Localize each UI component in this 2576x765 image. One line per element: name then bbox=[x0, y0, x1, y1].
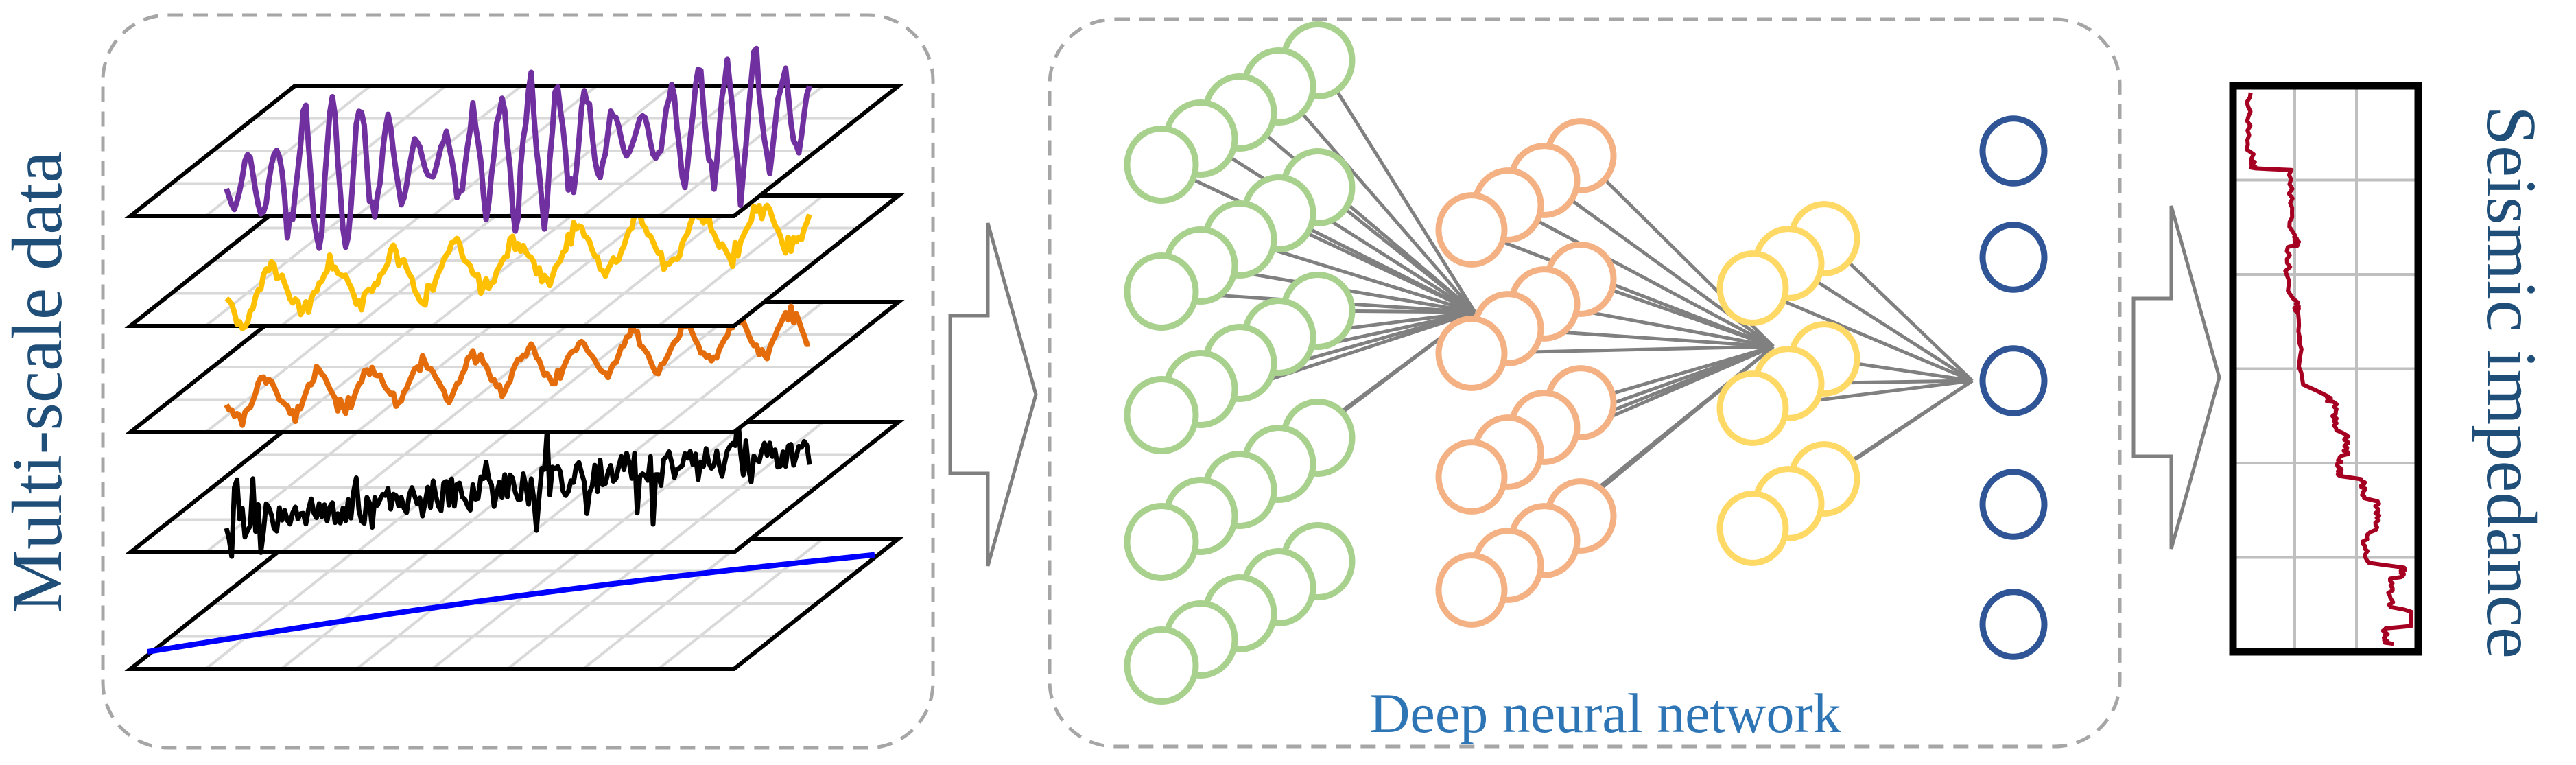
data-plane bbox=[124, 537, 905, 671]
network-label: Deep neural network bbox=[1369, 682, 1841, 744]
arrow-to-output bbox=[2131, 205, 2221, 550]
hidden1-neuron bbox=[1435, 316, 1508, 391]
output-neuron bbox=[1979, 589, 2048, 660]
connection-line bbox=[1160, 163, 1476, 314]
data-plane bbox=[124, 300, 905, 434]
connection-line bbox=[1752, 286, 1973, 383]
plane-border bbox=[124, 193, 905, 328]
input-data-label: Multi-scale data bbox=[0, 151, 77, 613]
output-neuron bbox=[1979, 469, 2048, 540]
connection-line bbox=[1199, 137, 1476, 314]
input-neuron bbox=[1124, 503, 1199, 581]
arrow-to-network bbox=[948, 222, 1038, 567]
plane-signal bbox=[147, 552, 875, 655]
connection-line bbox=[1506, 203, 1775, 349]
plane-signal bbox=[224, 414, 812, 559]
plane-border bbox=[124, 300, 905, 434]
hidden1-neuron bbox=[1435, 439, 1508, 515]
input-neuron bbox=[1124, 626, 1199, 705]
output-neuron bbox=[1979, 115, 2048, 187]
output-neuron bbox=[1979, 222, 2048, 293]
input-group-box bbox=[101, 13, 935, 750]
connection-line bbox=[1277, 85, 1476, 314]
output-neuron bbox=[1979, 345, 2048, 416]
output-label: Seismic impedance bbox=[2472, 106, 2551, 659]
hidden2-neuron bbox=[1716, 370, 1789, 446]
plane-signal bbox=[224, 202, 812, 331]
plane-signal bbox=[224, 45, 812, 251]
input-neuron bbox=[1124, 376, 1199, 454]
impedance-curve bbox=[2245, 92, 2413, 646]
input-neuron bbox=[1124, 252, 1199, 331]
data-plane bbox=[124, 45, 905, 251]
hidden1-neuron bbox=[1435, 552, 1508, 628]
network-group-box bbox=[1048, 17, 2122, 749]
plane-border bbox=[124, 420, 905, 554]
input-neuron bbox=[1124, 126, 1199, 204]
connection-line bbox=[1316, 59, 1477, 314]
hidden1-neuron bbox=[1435, 192, 1508, 268]
plane-border bbox=[124, 537, 905, 671]
plane-border bbox=[124, 84, 905, 218]
data-plane bbox=[124, 414, 905, 559]
hidden2-neuron bbox=[1716, 250, 1789, 326]
plane-signal bbox=[224, 303, 810, 428]
connection-line bbox=[1471, 228, 1774, 349]
plot-frame bbox=[2229, 82, 2422, 656]
hidden2-neuron bbox=[1716, 491, 1789, 566]
